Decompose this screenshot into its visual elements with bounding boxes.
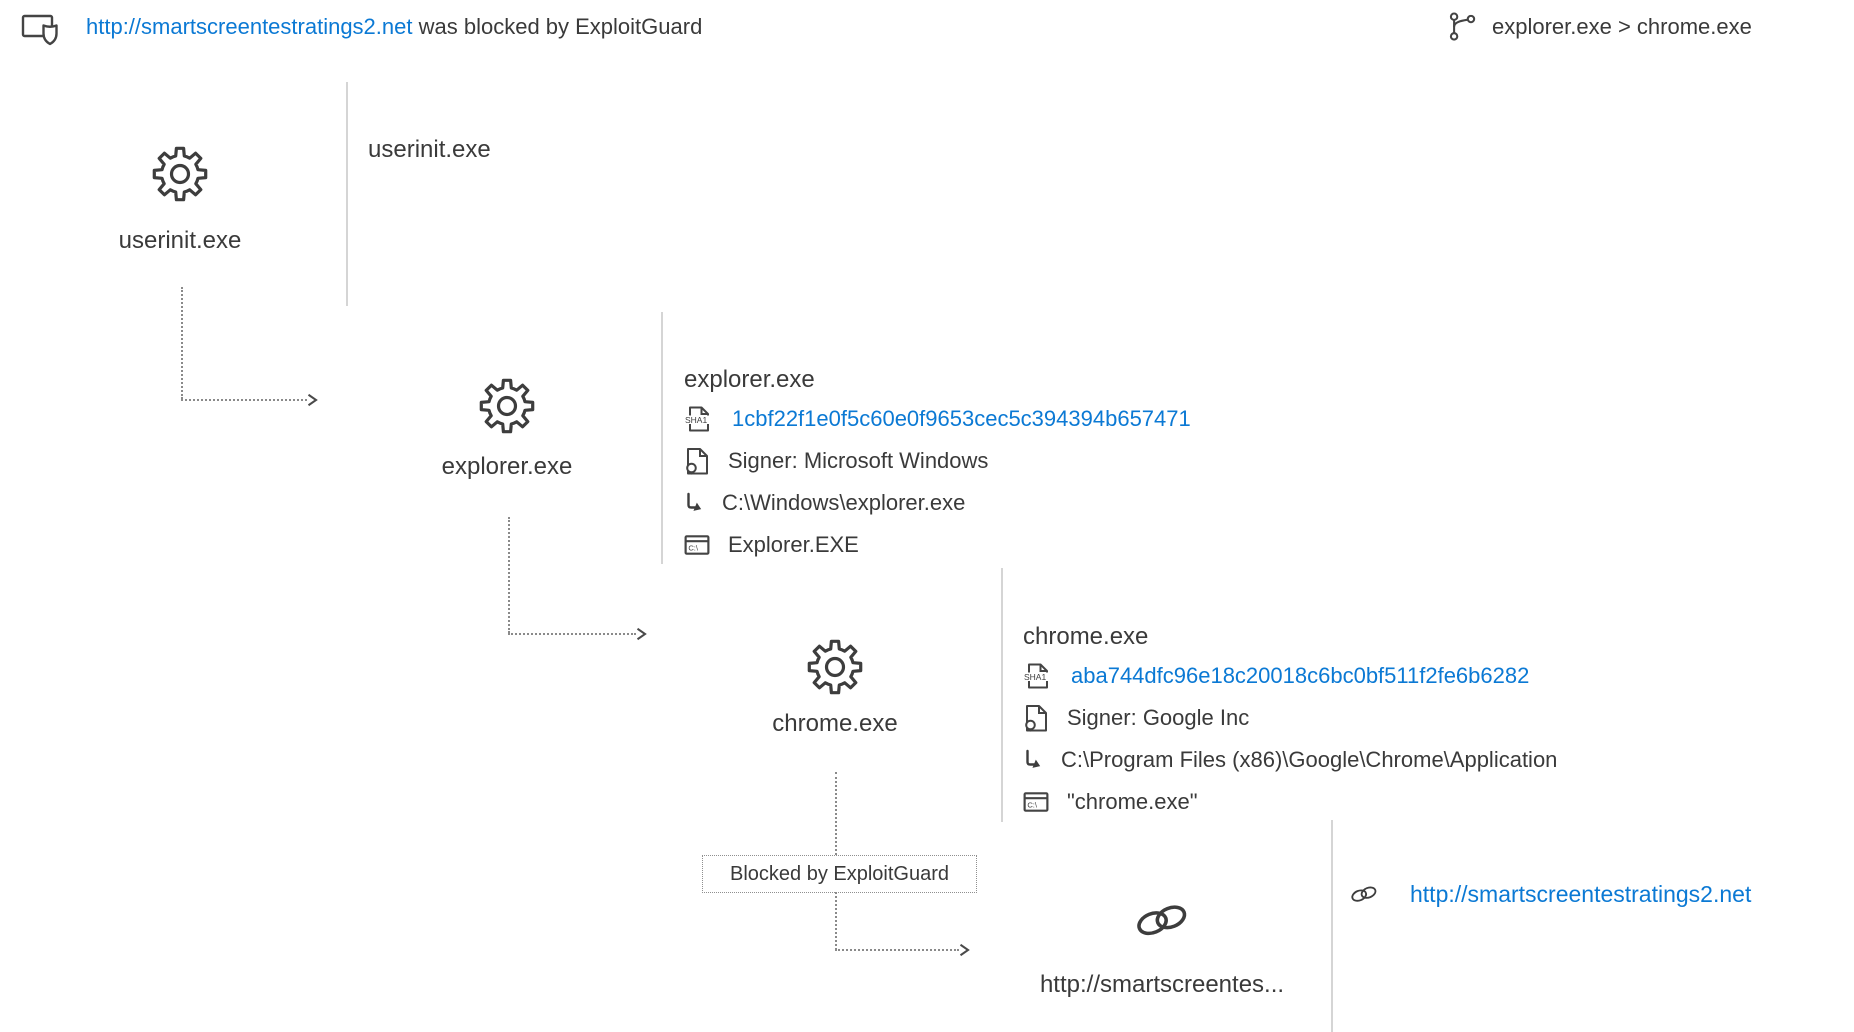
process-chain-label: explorer.exe > chrome.exe xyxy=(1492,14,1752,39)
link-icon xyxy=(1348,882,1380,906)
detail-row-sha1: SHA1 aba744dfc96e18c20018c6bc0bf511f2fe6… xyxy=(1023,662,1529,690)
certificate-icon xyxy=(684,447,710,475)
process-icon-userinit[interactable] xyxy=(150,144,210,204)
detail-row-cmdline: C:\ "chrome.exe" xyxy=(1023,788,1198,816)
detail-row-sha1: SHA1 1cbf22f1e0f5c60e0f9653cec5c394394b6… xyxy=(684,405,1191,433)
sha1-icon: SHA1 xyxy=(1023,663,1053,689)
process-tree-icon xyxy=(1448,10,1478,44)
detail-title-chrome: chrome.exe xyxy=(1023,623,1149,650)
path-value: C:\Program Files (x86)\Google\Chrome\App… xyxy=(1061,747,1558,772)
certificate-icon xyxy=(1023,704,1049,732)
svg-text:SHA1: SHA1 xyxy=(1024,672,1046,682)
alert-description: was blocked by ExploitGuard xyxy=(412,14,703,39)
connector-userinit-explorer-horizontal xyxy=(181,399,307,401)
console-icon: C:\ xyxy=(1023,792,1049,812)
blocked-url-detail-link[interactable]: http://smartscreentestratings2.net xyxy=(1410,881,1752,907)
detail-title-explorer: explorer.exe xyxy=(684,366,815,393)
app-guard-icon xyxy=(20,10,64,50)
detail-row-signer: Signer: Microsoft Windows xyxy=(684,447,988,475)
detail-title-userinit: userinit.exe xyxy=(368,136,491,163)
arrowhead-icon xyxy=(307,393,318,407)
divider-userinit xyxy=(346,82,348,306)
blocked-by-exploitguard-label: Blocked by ExploitGuard xyxy=(702,855,977,893)
sha1-hash-link[interactable]: 1cbf22f1e0f5c60e0f9653cec5c394394b657471 xyxy=(732,406,1191,431)
svg-text:C:\: C:\ xyxy=(1027,800,1038,809)
blocked-url-link[interactable]: http://smartscreentestratings2.net xyxy=(86,14,413,39)
process-icon-explorer[interactable] xyxy=(477,376,537,436)
node-label-url[interactable]: http://smartscreentes... xyxy=(1039,971,1285,998)
signer-value: Signer: Microsoft Windows xyxy=(728,448,989,473)
cmdline-value: "chrome.exe" xyxy=(1067,789,1198,814)
divider-chrome xyxy=(1001,568,1003,822)
sha1-hash-link[interactable]: aba744dfc96e18c20018c6bc0bf511f2fe6b6282 xyxy=(1071,663,1530,688)
folder-path-icon xyxy=(684,492,704,514)
sha1-icon: SHA1 xyxy=(684,406,714,432)
process-chain: explorer.exe > chrome.exe xyxy=(1448,10,1752,44)
connector-chrome-url-vertical-top xyxy=(835,772,837,855)
svg-text:C:\: C:\ xyxy=(688,543,699,552)
detail-row-url: http://smartscreentestratings2.net xyxy=(1348,880,1751,908)
process-icon-chrome[interactable] xyxy=(805,637,865,697)
detail-row-cmdline: C:\ Explorer.EXE xyxy=(684,531,859,559)
detail-row-path: C:\Program Files (x86)\Google\Chrome\App… xyxy=(1023,746,1557,774)
divider-explorer xyxy=(661,312,663,564)
connector-userinit-explorer-vertical xyxy=(181,287,183,399)
divider-url xyxy=(1331,820,1333,1032)
node-label-userinit[interactable]: userinit.exe xyxy=(118,227,242,254)
path-value: C:\Windows\explorer.exe xyxy=(722,490,966,515)
detail-row-signer: Signer: Google Inc xyxy=(1023,704,1249,732)
connector-explorer-chrome-vertical xyxy=(508,517,510,633)
cmdline-value: Explorer.EXE xyxy=(728,532,859,557)
detail-row-path: C:\Windows\explorer.exe xyxy=(684,489,965,517)
arrowhead-icon xyxy=(636,627,647,641)
console-icon: C:\ xyxy=(684,535,710,555)
svg-text:SHA1: SHA1 xyxy=(685,415,707,425)
alert-header: http://smartscreentestratings2.net was b… xyxy=(86,12,702,42)
node-label-chrome[interactable]: chrome.exe xyxy=(772,710,898,737)
connector-chrome-url-vertical-bottom xyxy=(835,892,837,950)
url-node-icon[interactable] xyxy=(1130,898,1194,942)
signer-value: Signer: Google Inc xyxy=(1067,705,1250,730)
node-label-explorer[interactable]: explorer.exe xyxy=(441,453,573,480)
connector-explorer-chrome-horizontal xyxy=(508,633,636,635)
arrowhead-icon xyxy=(959,943,970,957)
connector-chrome-url-horizontal xyxy=(835,949,959,951)
folder-path-icon xyxy=(1023,749,1043,771)
